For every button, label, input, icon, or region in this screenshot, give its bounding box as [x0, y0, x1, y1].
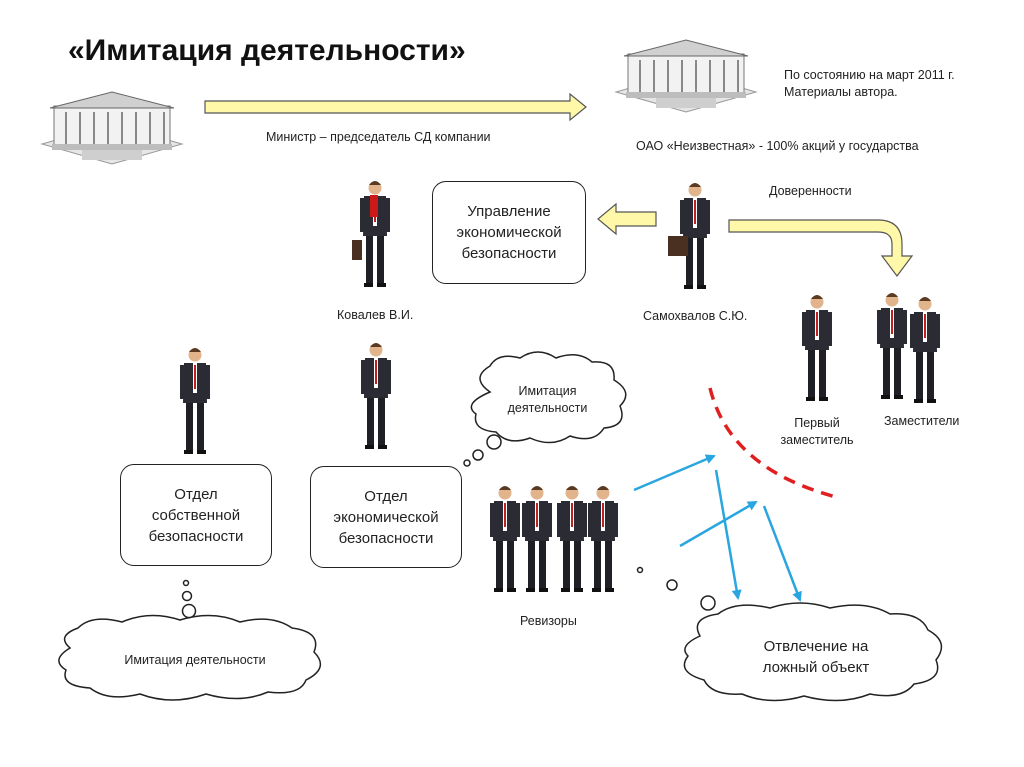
note-source: Материалы автора.: [784, 85, 898, 99]
proxies-label: Доверенности: [769, 184, 852, 198]
samokhvalov-label: Самохвалов С.Ю.: [643, 309, 748, 323]
minister-label: Министр – председатель СД компании: [266, 130, 491, 144]
person-icon-economic-security: [361, 343, 391, 449]
kovalev-label: Ковалев В.И.: [337, 308, 414, 322]
person-icon-samokhvalov: [668, 183, 710, 289]
source-note: По состоянию на март 2011 г. Материалы а…: [784, 67, 955, 101]
cloud-imitation-top: [470, 351, 627, 444]
person-icon-deputy-2: [910, 297, 940, 403]
cloud-distraction: [683, 602, 943, 702]
cloud-imitation-bottom-text: Имитация деятельности: [124, 653, 266, 667]
person-icon-deputy-1: [877, 293, 907, 399]
company-building-icon: [615, 39, 757, 113]
cloud-imitation-top-text: Имитация деятельности: [507, 384, 588, 415]
note-date: По состоянию на март 2011 г.: [784, 68, 955, 82]
auditors-label: Ревизоры: [520, 614, 577, 628]
first-deputy-label: Первый заместитель: [780, 416, 854, 447]
ministry-building-icon: [41, 91, 183, 165]
red-dashed-boundary: [708, 387, 841, 500]
person-icon-kovalev: [352, 181, 390, 287]
person-icon-own-security: [180, 348, 210, 454]
minister-arrow: [204, 92, 587, 122]
company-label: ОАО «Неизвестная» - 100% акций у государ…: [636, 139, 919, 153]
person-icon-first-deputy: [802, 295, 832, 401]
own-security-department-box: Отдел собственной безопасности: [120, 464, 272, 566]
person-icon-auditors: [490, 486, 618, 592]
economic-security-department-box: Отдел экономической безопасности: [310, 466, 462, 568]
delegation-arrow: [597, 202, 657, 236]
cloud-imitation-bottom: [58, 614, 322, 701]
blue-arrows: [633, 454, 802, 602]
deputies-label: Заместители: [884, 414, 960, 428]
cloud-distraction-text: Отвлечение на ложный объект: [762, 638, 870, 676]
economic-security-management-box: Управление экономической безопасности: [432, 181, 586, 284]
page-title: «Имитация деятельности»: [68, 34, 466, 67]
proxies-arrow: [728, 219, 914, 277]
